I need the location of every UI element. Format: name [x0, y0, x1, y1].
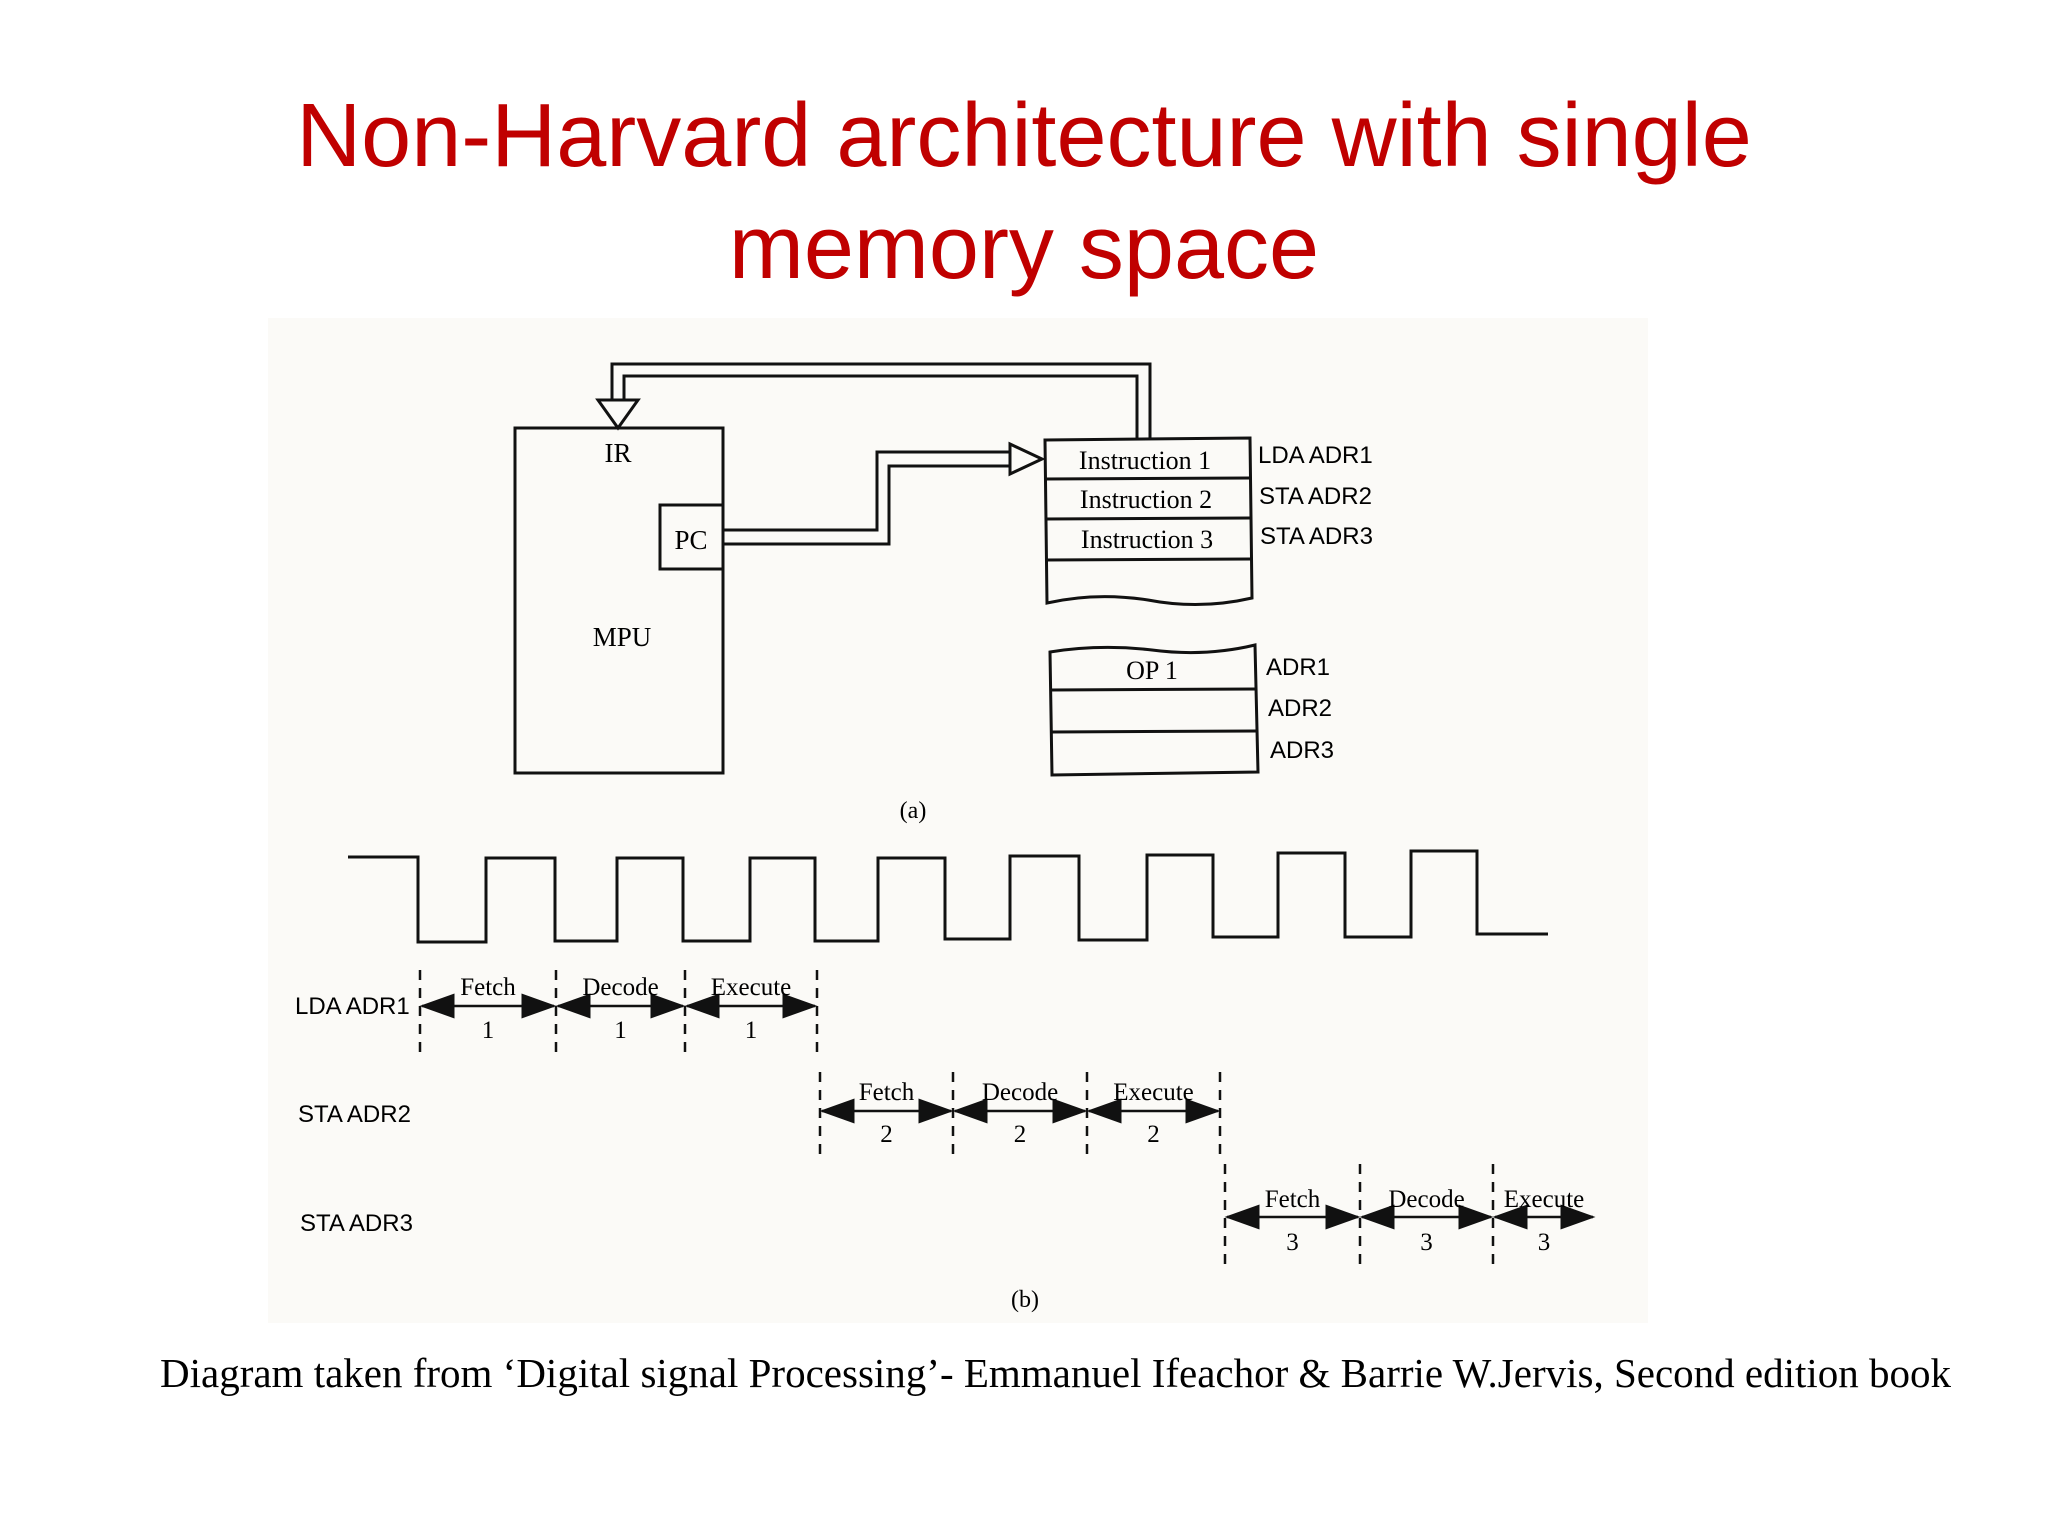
pc-register-box [658, 503, 725, 571]
pc-label: PC [674, 525, 707, 555]
title-line-1: Non-Harvard architecture with single [296, 86, 1752, 186]
mpu-label: MPU [593, 622, 652, 652]
phase-name: Execute [1113, 1079, 1194, 1106]
fetch-return-arrow [595, 362, 1152, 438]
program-memory [1043, 436, 1254, 607]
slide-title: Non-Harvard architecture with single mem… [0, 80, 2048, 304]
pipeline-row-label: STA ADR3 [300, 1210, 413, 1237]
caption-b: (b) [1011, 1287, 1039, 1313]
phase-instruction-number: 2 [1147, 1121, 1160, 1148]
program-label-1: LDA ADR1 [1258, 442, 1373, 469]
phase-name: Execute [1504, 1186, 1585, 1213]
scanned-figure-background [268, 318, 1648, 1323]
data-label-1: ADR1 [1266, 654, 1330, 681]
phase-instruction-number: 1 [614, 1017, 627, 1044]
phase-instruction-number: 3 [1286, 1229, 1299, 1256]
mpu-box [513, 426, 725, 775]
phase-name: Execute [711, 974, 792, 1001]
caption-a: (a) [900, 798, 927, 824]
program-cell-2: Instruction 2 [1080, 485, 1212, 514]
phase-instruction-number: 2 [880, 1121, 893, 1148]
title-line-2: memory space [728, 198, 1320, 298]
phase-name: Fetch [1265, 1186, 1321, 1213]
pc-address-arrow [723, 441, 1046, 546]
data-label-3: ADR3 [1270, 737, 1334, 764]
program-label-2: STA ADR2 [1259, 483, 1372, 510]
phase-instruction-number: 3 [1538, 1229, 1551, 1256]
phase-name: Decode [982, 1079, 1058, 1106]
phase-name: Fetch [859, 1079, 915, 1106]
phase-instruction-number: 3 [1420, 1229, 1433, 1256]
source-citation: Diagram taken from ‘Digital signal Proce… [160, 1350, 1952, 1396]
phase-instruction-number: 1 [482, 1017, 495, 1044]
clock-waveform [348, 849, 1548, 944]
pipeline-row-label: LDA ADR1 [295, 993, 410, 1020]
program-label-3: STA ADR3 [1260, 523, 1373, 550]
phase-name: Decode [1388, 1186, 1464, 1213]
phase-name: Fetch [460, 974, 516, 1001]
data-cell-1: OP 1 [1126, 656, 1178, 685]
data-label-2: ADR2 [1268, 695, 1332, 722]
phase-instruction-number: 1 [745, 1017, 758, 1044]
data-memory [1048, 643, 1260, 777]
pipeline-row-label: STA ADR2 [298, 1101, 411, 1128]
phase-name: Decode [582, 974, 658, 1001]
phase-instruction-number: 2 [1014, 1121, 1027, 1148]
program-cell-1: Instruction 1 [1079, 446, 1211, 475]
program-cell-3: Instruction 3 [1081, 525, 1213, 554]
ir-label: IR [605, 438, 632, 468]
mpu-block [513, 426, 725, 775]
